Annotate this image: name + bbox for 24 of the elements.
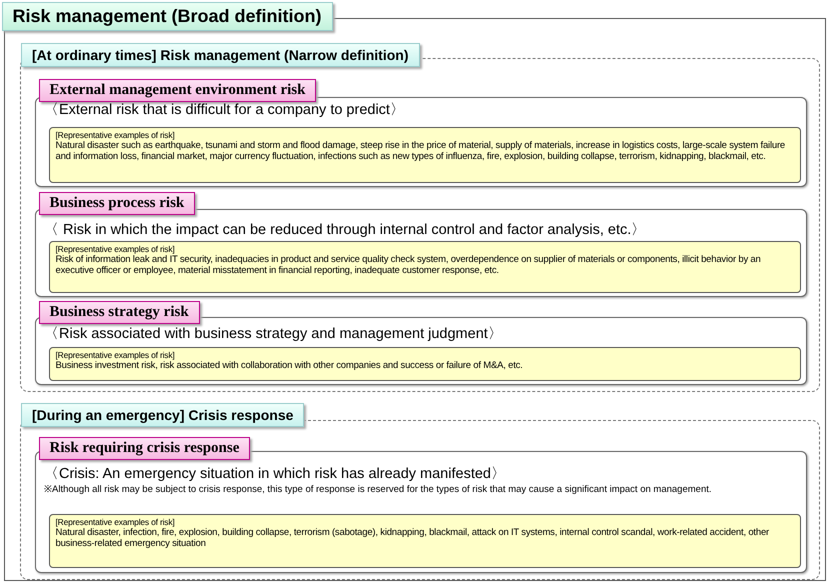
example-box (48, 346, 800, 380)
section-tab: Business strategy risk (38, 300, 200, 324)
note-text: ※Although all risk may be subject to crisis response, this type of response is reserved for the types of risk that may cause a significant impact on management. (44, 484, 713, 494)
section-tab: [At ordinary times] Risk management (Narrow definition) (21, 43, 420, 67)
example-text: Natural disaster such as earthquake, tsunami and storm and flood damage, steep rise in the price of material, supply of materials, increase in logistics costs, large-scale system failure and information loss, financial market, major currency fluctuation, infections such as new types of influenza, fire, explosion, building collapse, terrorism, kidnapping, blackmail, etc. (56, 140, 786, 162)
example-heading: [Representative examples of risk] (56, 130, 176, 140)
section-tab: Risk management (Broad definition) (2, 2, 333, 30)
subtitle-text: 〈External risk that is difficult for a company to predict〉 (44, 100, 405, 118)
section-tab: Risk requiring crisis response (38, 436, 250, 460)
example-box (48, 240, 800, 292)
subtitle-text: 〈 Risk in which the impact can be reduced through internal control and factor analysis, etc.〉 (44, 220, 646, 238)
section-tab: [During an emergency] Crisis response (21, 403, 304, 427)
section-tab: External management environment risk (38, 78, 316, 102)
example-heading: [Representative examples of risk] (56, 516, 176, 526)
subtitle-text: 〈Risk associated with business strategy and management judgment〉 (44, 324, 503, 342)
example-box (48, 126, 800, 182)
example-box (48, 514, 800, 568)
example-text: Business investment risk, risk associated with collaboration with other companies and success or failure of M&A, etc. (56, 360, 524, 370)
example-heading: [Representative examples of risk] (56, 350, 176, 360)
example-heading: [Representative examples of risk] (56, 244, 176, 254)
section-tab: Business process risk (38, 192, 196, 214)
example-text: Natural disaster, infection, fire, explosion, building collapse, terrorism (sabotage), kidnapping, blackmail, attack on IT systems, internal control scandal, work-related accident, other business-related emergency situation (56, 526, 770, 548)
example-text: Risk of information leak and IT security, inadequacies in product and service quality check system, overdependence on supplier of materials or components, illicit behavior by an executive officer or employee, material misstatement in financial reporting, inadequate customer response, etc. (56, 254, 762, 276)
subtitle-text: 〈Crisis: An emergency situation in which risk has already manifested〉 (44, 464, 506, 482)
